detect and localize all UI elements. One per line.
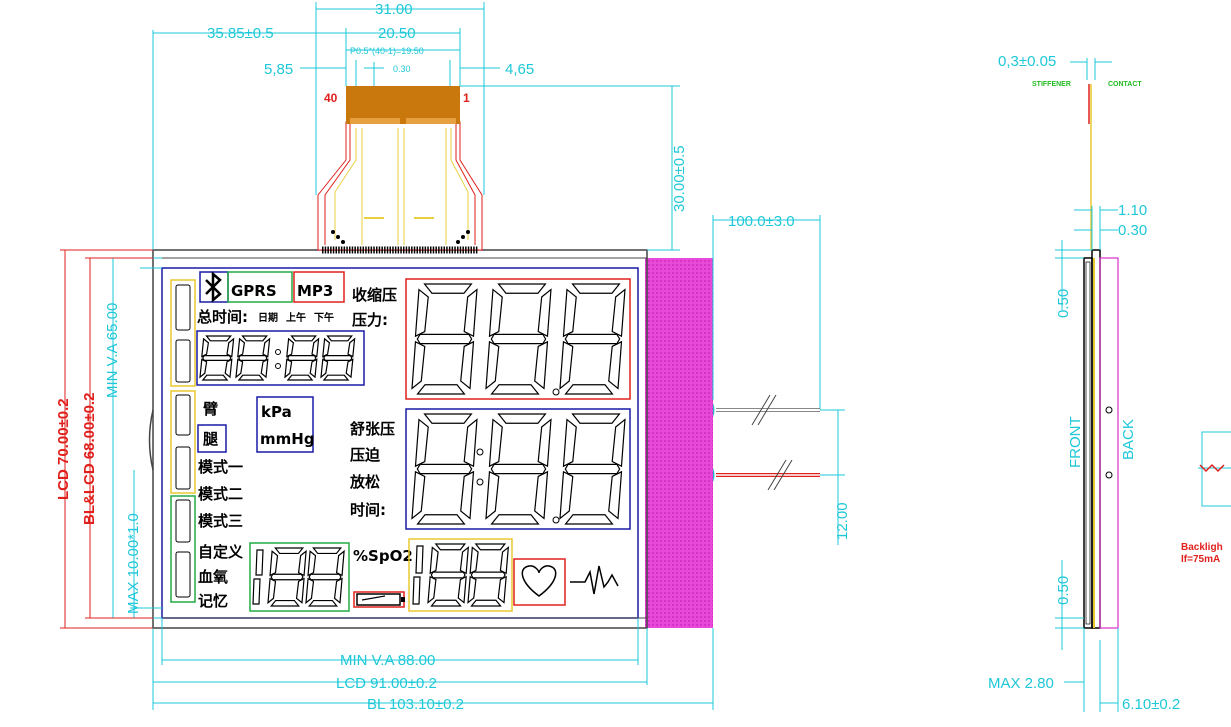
red-dim-lines (60, 249, 153, 629)
leg-label: 腿 (203, 430, 218, 448)
max-280: MAX 2.80 (988, 675, 1054, 692)
pm-label: 下午 (314, 311, 334, 324)
fpc-cable (317, 86, 483, 254)
dim-minva88: MIN V.A 88.00 (340, 652, 435, 669)
mmhg-label: mmHg (260, 430, 315, 448)
dim-lead-100: 100.0±3.0 (728, 213, 795, 230)
clock-digit-0 (199, 335, 235, 381)
custom-label: 自定义 (198, 543, 243, 561)
systolic-digit-2 (559, 283, 626, 395)
side-dim-030: 0.30 (1118, 222, 1147, 239)
gprs-label: GPRS (231, 282, 277, 300)
dim-12: 12.00 (834, 502, 851, 540)
dim-585: 5,85 (264, 61, 293, 78)
mp3-label: MP3 (297, 282, 333, 300)
dim-31: 31.00 (375, 1, 413, 18)
am-label: 上午 (286, 311, 306, 324)
side-view (1083, 84, 1119, 629)
spo2-digit-2 (305, 547, 345, 607)
dim-3585: 35.85±0.5 (207, 25, 274, 42)
lead-wires (713, 394, 820, 491)
dim-fpc-30: 30.00±0.5 (671, 145, 688, 212)
clock-digit-2 (284, 335, 320, 381)
dim-max10: MAX 10.00*1.0 (125, 513, 142, 614)
blood-o2-label: 血氧 (198, 568, 228, 586)
dim-pitch: P0.5*(40-1)=19.50 (350, 46, 424, 56)
diastolic-label: 舒张压 (350, 420, 395, 438)
dim-030: 0.30 (393, 64, 411, 74)
heart-icon (521, 565, 557, 597)
diastolic-digit-1 (485, 413, 552, 525)
dim-2050: 20.50 (378, 25, 416, 42)
dim-465: 4,65 (505, 61, 534, 78)
backlight-label: Backligh (1181, 542, 1223, 553)
systolic-digit-0 (411, 283, 478, 395)
spo2-label: %SpO2 (353, 547, 413, 565)
back-label: BACK (1120, 419, 1137, 460)
left-bars (175, 284, 191, 598)
pulse-digit-0 (412, 545, 424, 605)
battery-icon (353, 591, 405, 608)
spo2-digit-0 (252, 549, 264, 605)
spo2-digit-1 (267, 547, 307, 607)
side-dim-050a: 0.50 (1055, 289, 1072, 318)
pin-40-label: 40 (324, 91, 338, 105)
dim-lcd91: LCD 91.00±0.2 (336, 675, 437, 692)
backlight-connector (1198, 431, 1231, 507)
kpa-label: kPa (261, 403, 292, 421)
pulse-digit-1 (427, 543, 470, 607)
stiffener-label: STIFFENER (1032, 81, 1071, 88)
mode3-label: 模式三 (198, 512, 243, 530)
diastolic-digits (411, 413, 626, 525)
front-label: FRONT (1067, 416, 1084, 468)
mode2-label: 模式二 (198, 485, 243, 503)
clock-digit-1 (235, 335, 271, 381)
backlight-area (645, 258, 713, 628)
compress-label: 压迫 (350, 446, 381, 464)
systolic-digit-1 (485, 283, 552, 395)
backlight-current: If=75mA (1181, 554, 1220, 565)
side-dim-lines (1055, 58, 1119, 712)
dim-minva65: MIN V.A 65.00 (104, 303, 121, 398)
pulse-digits (412, 543, 510, 607)
pressure-label: 压力: (352, 311, 388, 329)
side-dim-610: 6.10±0.2 (1122, 696, 1180, 713)
dim-lcd70: LCD 70.00±0.2 (55, 398, 72, 500)
side-dim-110: 1.10 (1118, 202, 1147, 219)
systolic-label: 收缩压 (352, 286, 397, 304)
total-time-label: 总时间: (197, 308, 248, 326)
bluetooth-icon (205, 271, 222, 303)
date-label: 日期 (258, 311, 278, 324)
clock-digit-3 (320, 335, 356, 381)
dim-bl103: BL 103.10±0.2 (367, 696, 464, 713)
side-dim-03: 0,3±0.05 (998, 53, 1056, 70)
systolic-digits (411, 283, 626, 395)
pin-1-label: 1 (463, 91, 470, 105)
time-label: 时间: (350, 501, 386, 519)
clock-digits (199, 335, 356, 381)
side-dim-050b: 0.50 (1055, 576, 1072, 605)
relax-label: 放松 (349, 473, 380, 491)
diastolic-digit-2 (559, 413, 626, 525)
contact-label: CONTACT (1108, 81, 1142, 88)
dimension-lines (110, 2, 845, 710)
pulse-digit-2 (467, 543, 510, 607)
memory-label: 记忆 (198, 592, 228, 610)
mode1-label: 模式一 (198, 458, 243, 476)
diastolic-digit-0 (411, 413, 478, 525)
ecg-icon (570, 565, 619, 595)
spo2-digits (252, 547, 345, 607)
dim-bl68: BL&LCD 68.00±0.2 (81, 393, 98, 525)
arm-label: 臂 (203, 400, 218, 418)
